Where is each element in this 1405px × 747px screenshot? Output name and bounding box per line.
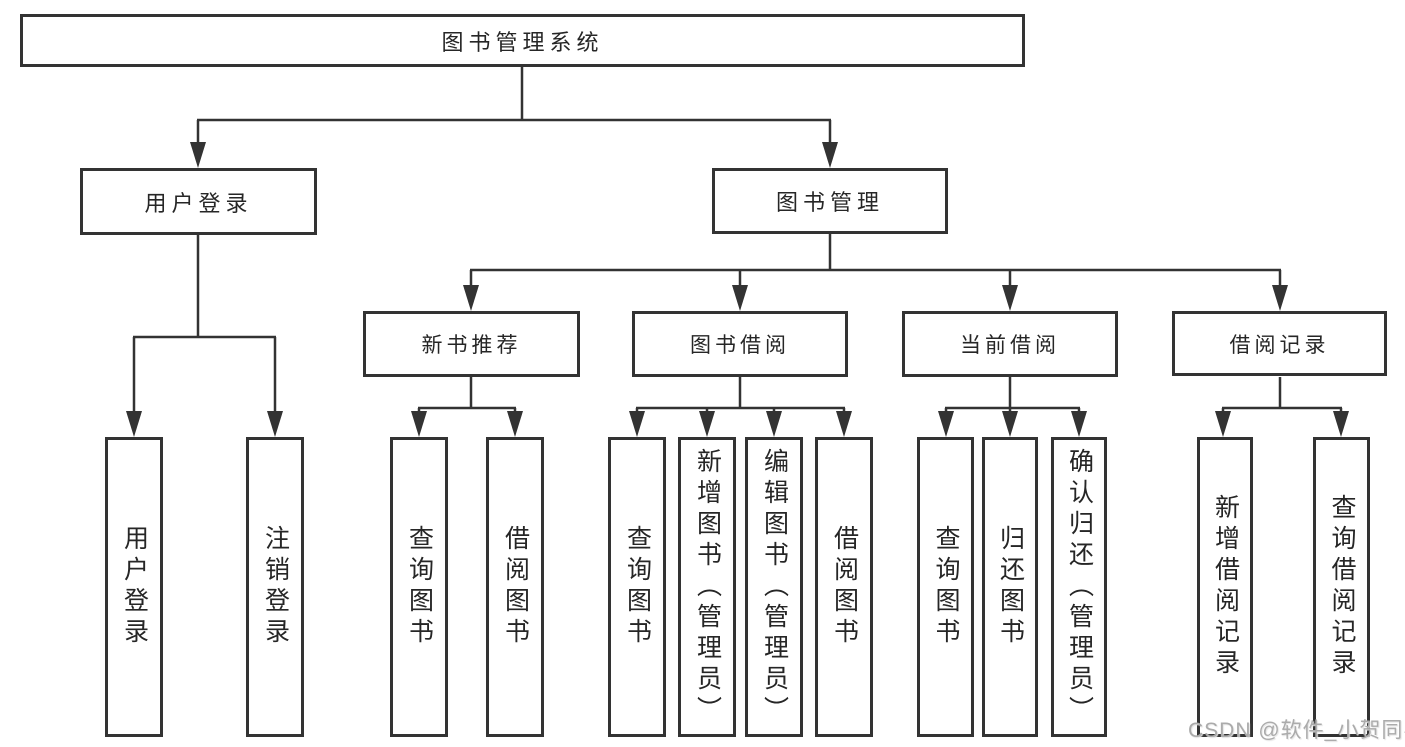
node-book-management: 图书管理: [712, 168, 948, 234]
arrowhead-icon: [766, 411, 782, 437]
node-leaf-add-borrow-record: 新增借阅记录: [1197, 437, 1253, 737]
node-label: 用户登录: [120, 525, 149, 649]
node-label: 借阅图书: [830, 525, 859, 649]
arrowhead-icon: [732, 285, 748, 311]
node-borrowing-records: 借阅记录: [1172, 311, 1387, 376]
arrowhead-icon: [1272, 285, 1288, 311]
node-book-borrowing: 图书借阅: [632, 311, 848, 377]
node-leaf-add-books-admin: 新增图书（管理员）: [678, 437, 736, 737]
node-library-management-system: 图书管理系统: [20, 14, 1025, 67]
arrowhead-icon: [507, 411, 523, 437]
csdn-watermark: CSDN @软件_小贺同学: [1188, 719, 1405, 742]
node-label: 借阅图书: [501, 525, 530, 649]
arrowhead-icon: [629, 411, 645, 437]
node-leaf-logout: 注销登录: [246, 437, 304, 737]
arrowhead-icon: [1333, 411, 1349, 437]
arrowhead-icon: [126, 411, 142, 437]
node-label: 查询借阅记录: [1328, 494, 1356, 680]
node-label: 确认归还（管理员）: [1065, 447, 1094, 727]
node-leaf-borrow-books-2: 借阅图书: [815, 437, 873, 737]
arrowhead-icon: [411, 411, 427, 437]
node-leaf-return-books: 归还图书: [982, 437, 1038, 737]
node-current-borrowing: 当前借阅: [902, 311, 1118, 377]
node-leaf-query-books-2: 查询图书: [608, 437, 666, 737]
arrowhead-icon: [1215, 411, 1231, 437]
node-new-book-recommendation: 新书推荐: [363, 311, 580, 377]
node-label: 查询图书: [405, 525, 434, 649]
node-label: 查询图书: [932, 525, 960, 649]
node-label: 新增借阅记录: [1211, 494, 1240, 680]
arrowhead-icon: [836, 411, 852, 437]
arrowhead-icon: [1071, 411, 1087, 437]
arrowhead-icon: [267, 411, 283, 437]
arrowhead-icon: [190, 142, 206, 168]
node-label: 注销登录: [261, 525, 290, 649]
node-label: 归还图书: [996, 525, 1025, 649]
node-leaf-query-borrow-record: 查询借阅记录: [1313, 437, 1370, 737]
arrowhead-icon: [699, 411, 715, 437]
node-label: 查询图书: [623, 525, 652, 649]
arrowhead-icon: [1002, 285, 1018, 311]
node-label: 新增图书（管理员）: [693, 447, 722, 727]
arrowhead-icon: [822, 142, 838, 168]
node-label: 编辑图书（管理员）: [760, 447, 789, 727]
node-leaf-edit-books-admin: 编辑图书（管理员）: [745, 437, 803, 737]
node-user-login: 用户登录: [80, 168, 317, 235]
arrowhead-icon: [938, 411, 954, 437]
node-leaf-query-books-1: 查询图书: [390, 437, 448, 737]
node-leaf-query-books-3: 查询图书: [917, 437, 974, 737]
node-leaf-confirm-return-admin: 确认归还（管理员）: [1051, 437, 1107, 737]
arrowhead-icon: [463, 285, 479, 311]
node-leaf-borrow-books-1: 借阅图书: [486, 437, 544, 737]
node-leaf-user-login: 用户登录: [105, 437, 163, 737]
arrowhead-icon: [1002, 411, 1018, 437]
